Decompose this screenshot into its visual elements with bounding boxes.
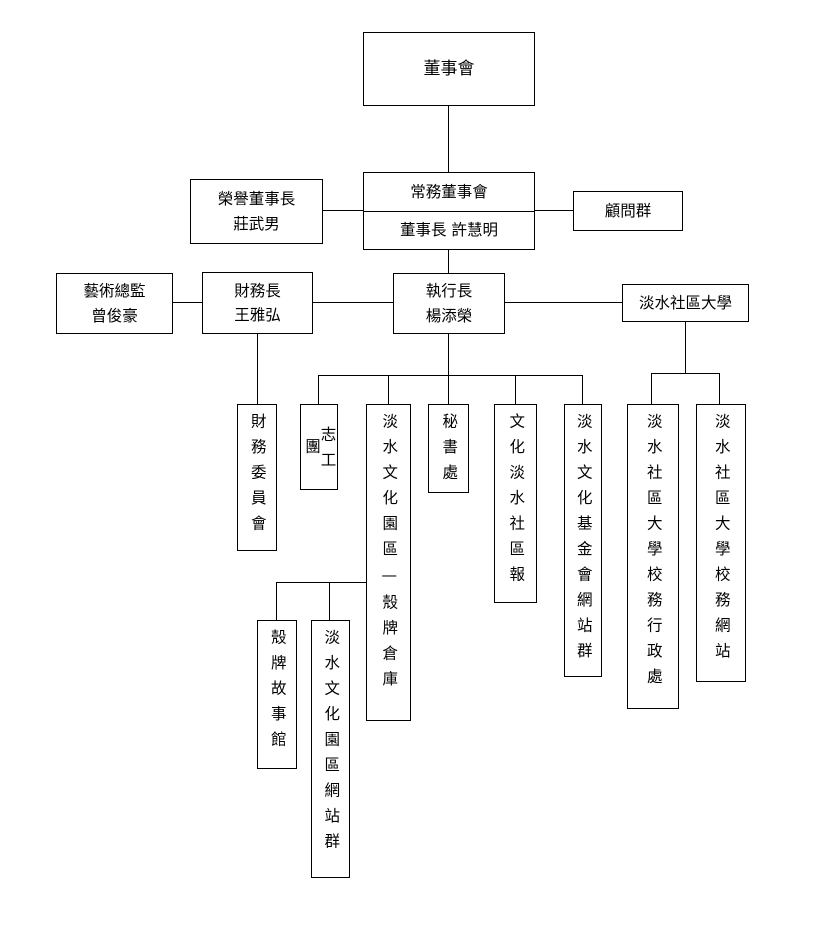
college-admin-label: 淡水社區大學校務行政處 xyxy=(644,413,663,694)
connector-line xyxy=(318,375,583,377)
advisors-label: 顧問群 xyxy=(604,201,652,220)
newspaper-label: 文化淡水社區報 xyxy=(507,413,526,592)
connector-line xyxy=(276,582,366,584)
node-newspaper: 文化淡水社區報 xyxy=(494,404,537,603)
connector-line xyxy=(448,334,450,404)
connector-line xyxy=(318,375,320,404)
node-advisors: 顧問群 xyxy=(573,191,683,231)
connector-line xyxy=(651,373,720,375)
culture-park-label: 淡水文化園區—殼牌倉庫 xyxy=(380,413,399,696)
ceo-name: 楊添榮 xyxy=(425,306,473,325)
standing-board-title: 常務董事會 xyxy=(410,182,488,201)
connector-line xyxy=(448,249,450,273)
park-web-label: 淡水文化園區網站群 xyxy=(322,629,341,859)
connector-line xyxy=(276,582,278,620)
connector-line xyxy=(448,106,450,172)
connector-line xyxy=(651,373,653,404)
art-director-title: 藝術總監 xyxy=(83,282,146,301)
node-finance-committee: 財務委員會 xyxy=(237,404,277,551)
node-standing-board: 常務董事會 董事長 許慧明 xyxy=(363,172,535,250)
node-board: 董事會 xyxy=(363,32,535,106)
community-college-label: 淡水社區大學 xyxy=(638,293,732,312)
node-college-web: 淡水社區大學校務網站 xyxy=(696,404,746,682)
board-label: 董事會 xyxy=(423,58,475,79)
node-secretariat: 秘書處 xyxy=(428,404,469,493)
node-college-admin: 淡水社區大學校務行政處 xyxy=(627,404,679,709)
node-cfo: 財務長 王雅弘 xyxy=(202,272,313,334)
node-volunteer-corps: 志工團 xyxy=(300,404,338,490)
node-honorary-chair: 榮譽董事長 莊武男 xyxy=(190,179,323,244)
cfo-name: 王雅弘 xyxy=(234,306,281,324)
connector-line xyxy=(719,373,721,404)
shell-museum-label: 殼牌故事館 xyxy=(268,629,287,757)
node-culture-park: 淡水文化園區—殼牌倉庫 xyxy=(366,404,411,721)
node-foundation-web: 淡水文化基金會網站群 xyxy=(564,404,602,677)
standing-board-chair-cell: 董事長 許慧明 xyxy=(364,211,534,249)
cfo-title: 財務長 xyxy=(234,281,281,300)
connector-line xyxy=(515,375,517,404)
honorary-chair-name: 莊武男 xyxy=(233,214,280,233)
connector-line xyxy=(582,375,584,404)
volunteer-corps-label: 志工團 xyxy=(303,425,337,477)
node-park-web: 淡水文化園區網站群 xyxy=(311,620,350,878)
connector-line xyxy=(685,322,687,373)
connector-line xyxy=(505,302,622,304)
connector-line xyxy=(313,302,393,304)
art-director-name: 曾俊豪 xyxy=(91,306,138,325)
standing-board-chair: 董事長 許慧明 xyxy=(400,220,498,239)
node-community-college: 淡水社區大學 xyxy=(622,284,749,322)
node-ceo: 執行長 楊添榮 xyxy=(393,273,505,334)
standing-board-title-cell: 常務董事會 xyxy=(364,173,534,212)
college-web-label: 淡水社區大學校務網站 xyxy=(712,413,731,668)
connector-line xyxy=(257,334,259,404)
node-shell-museum: 殼牌故事館 xyxy=(257,620,297,769)
node-art-director: 藝術總監 曾俊豪 xyxy=(56,273,173,334)
connector-line xyxy=(388,375,390,404)
secretariat-label: 秘書處 xyxy=(440,413,459,490)
foundation-web-label: 淡水文化基金會網站群 xyxy=(574,413,593,668)
finance-committee-label: 財務委員會 xyxy=(248,413,267,541)
connector-line xyxy=(173,302,202,304)
connector-line xyxy=(329,582,331,620)
ceo-title: 執行長 xyxy=(425,282,473,301)
honorary-chair-title: 榮譽董事長 xyxy=(217,190,296,209)
